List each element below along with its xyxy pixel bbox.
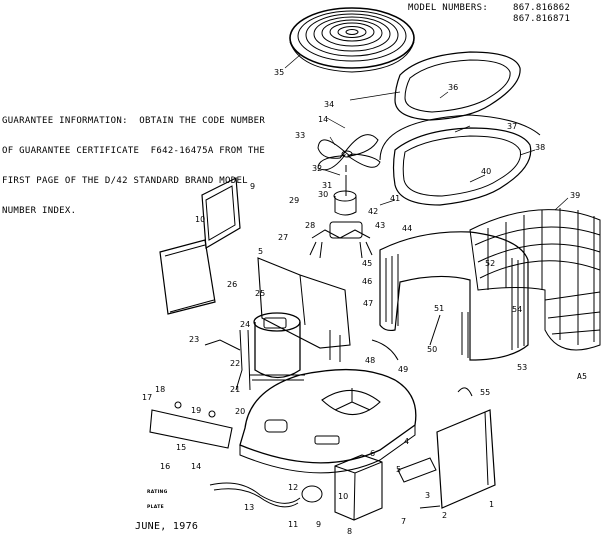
callout-36: 36 <box>448 83 458 92</box>
callout-21: 21 <box>230 385 240 394</box>
access-panel <box>201 177 241 250</box>
callout-32: 32 <box>312 164 322 173</box>
callout-16: 16 <box>160 462 170 471</box>
callout-10: 10 <box>195 215 205 224</box>
leader-lines <box>284 54 569 211</box>
model-numbers-label: MODEL NUMBERS: <box>408 3 489 13</box>
callout-25: 25 <box>255 289 265 298</box>
callout-53: 53 <box>517 363 527 372</box>
rating-plate-line: PLATE <box>147 505 164 510</box>
top-panel-ring <box>379 51 541 206</box>
callout-9: 9 <box>250 182 255 191</box>
callout-48: 48 <box>365 356 375 365</box>
callout-9: 9 <box>316 520 321 529</box>
callout-46: 46 <box>362 277 372 286</box>
callout-44: 44 <box>402 224 412 233</box>
callout-11: 11 <box>288 520 298 529</box>
model-number-1: 867.816862 <box>513 3 571 13</box>
callout-42: 42 <box>368 207 378 216</box>
callout-7: 7 <box>401 517 406 526</box>
rating-plate-line: RATING <box>147 490 168 495</box>
callout-22: 22 <box>230 359 240 368</box>
callout-18: 18 <box>155 385 165 394</box>
callout-23: 23 <box>189 335 199 344</box>
callout-24: 24 <box>240 320 250 329</box>
callout-47: 47 <box>363 299 373 308</box>
fan-blade <box>317 134 381 171</box>
callout-33: 33 <box>295 131 305 140</box>
wiring-harness <box>209 482 323 508</box>
model-number-2: 867.816871 <box>513 14 571 24</box>
callout-50: 50 <box>427 345 437 354</box>
callout-54: 54 <box>512 305 522 314</box>
callout-4: 4 <box>404 437 409 446</box>
callout-10: 10 <box>338 492 348 501</box>
callout-8: 8 <box>347 527 352 536</box>
rating-plate-label: RATING PLATE <box>147 480 168 515</box>
fan-guard-grille <box>289 7 415 73</box>
guarantee-line: OF GUARANTEE CERTIFICATE F642-16475A FRO… <box>2 146 266 156</box>
coil-guard-mesh <box>469 208 601 351</box>
callout-43: 43 <box>375 221 385 230</box>
capacitor <box>397 457 441 509</box>
callout-30: 30 <box>318 190 328 199</box>
service-panel <box>436 409 496 509</box>
callout-14: 14 <box>191 462 201 471</box>
fan-motor-assembly <box>309 165 373 259</box>
partition-panel <box>257 257 351 349</box>
callout-6: 6 <box>370 449 375 458</box>
callout-41: 41 <box>390 194 400 203</box>
side-panel <box>159 239 216 315</box>
callout-37: 37 <box>507 122 517 131</box>
callout-31: 31 <box>322 181 332 190</box>
service-valve <box>457 387 473 397</box>
callout-14: 14 <box>318 115 328 124</box>
refrigerant-lines <box>204 314 441 391</box>
callout-45: 45 <box>362 259 372 268</box>
callout-49: 49 <box>398 365 408 374</box>
callout-52: 52 <box>485 259 495 268</box>
callout-20: 20 <box>235 407 245 416</box>
callout-28: 28 <box>305 221 315 230</box>
guarantee-line: GUARANTEE INFORMATION: OBTAIN THE CODE N… <box>2 116 266 126</box>
callout-3: 3 <box>425 491 430 500</box>
control-plate <box>149 401 233 449</box>
callout-34: 34 <box>324 100 334 109</box>
callout-1: 1 <box>489 500 494 509</box>
corner-code: A5 <box>577 372 588 381</box>
callout-12: 12 <box>288 483 298 492</box>
callout-13: 13 <box>244 503 254 512</box>
callout-51: 51 <box>434 304 444 313</box>
callout-5: 5 <box>396 465 401 474</box>
control-box <box>334 454 383 521</box>
callout-55: 55 <box>480 388 490 397</box>
callout-5: 5 <box>258 247 263 256</box>
callout-2: 2 <box>442 511 447 520</box>
callout-35: 35 <box>274 68 284 77</box>
diagram-date: JUNE, 1976 <box>135 521 199 532</box>
callout-39: 39 <box>570 191 580 200</box>
callout-27: 27 <box>278 233 288 242</box>
callout-40: 40 <box>481 167 491 176</box>
base-pan <box>239 368 417 474</box>
callout-15: 15 <box>176 443 186 452</box>
callout-numbers: 35 36 34 14 37 33 38 32 40 31 30 39 29 4… <box>142 68 580 536</box>
callout-38: 38 <box>535 143 545 152</box>
callout-17: 17 <box>142 393 152 402</box>
compressor <box>250 312 305 381</box>
guarantee-information: GUARANTEE INFORMATION: OBTAIN THE CODE N… <box>2 96 265 226</box>
callout-29: 29 <box>289 196 299 205</box>
guarantee-line: NUMBER INDEX. <box>2 206 77 216</box>
callout-26: 26 <box>227 280 237 289</box>
callout-19: 19 <box>191 406 201 415</box>
guarantee-line: FIRST PAGE OF THE D/42 STANDARD BRAND MO… <box>2 176 248 186</box>
